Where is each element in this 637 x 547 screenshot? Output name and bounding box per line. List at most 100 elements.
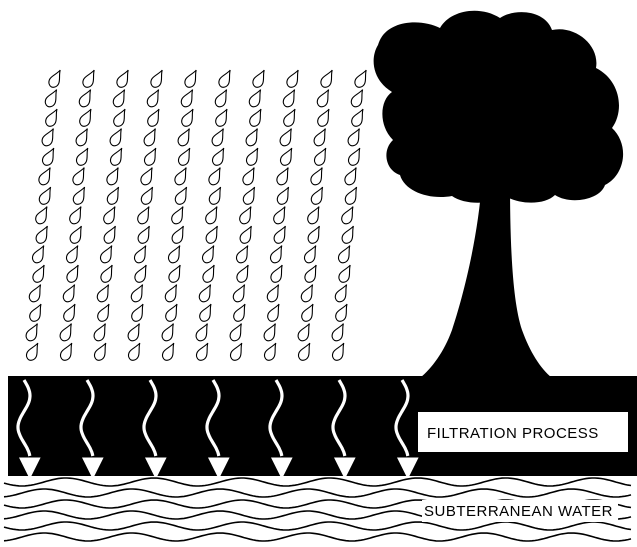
raindrop-icon: [309, 165, 327, 186]
raindrop-icon: [43, 87, 61, 108]
raindrop-icon: [98, 243, 116, 264]
raindrop-icon: [278, 146, 296, 167]
raindrop-icon: [160, 341, 178, 362]
raindrop-icon: [312, 146, 330, 167]
raindrop-icon: [30, 243, 48, 264]
raindrop-icon: [149, 68, 167, 89]
raindrop-icon: [198, 302, 216, 323]
raindrop-icon: [343, 185, 361, 206]
raindrop-icon: [58, 341, 76, 362]
raindrop-icon: [319, 68, 337, 89]
raindrop-icon: [166, 243, 184, 264]
raindrop-icon: [278, 126, 296, 147]
raindrop-icon: [204, 224, 222, 245]
raindrop-icon: [337, 263, 355, 284]
raindrop-icon: [241, 165, 259, 186]
raindrop-icon: [142, 126, 160, 147]
raindrop-icon: [353, 68, 371, 89]
raindrop-icon: [74, 126, 92, 147]
raindrop-icon: [334, 302, 352, 323]
raindrop-icon: [266, 302, 284, 323]
raindrop-icon: [346, 126, 364, 147]
raindrop-icon: [299, 282, 317, 303]
raindrop-icon: [217, 68, 235, 89]
raindrop-icon: [296, 321, 314, 342]
raindrop-icon: [139, 185, 157, 206]
raindrop-icon: [108, 146, 126, 167]
raindrop-icon: [300, 302, 318, 323]
raindrop-icon: [126, 341, 144, 362]
raindrop-icon: [302, 243, 320, 264]
raindrop-icon: [31, 263, 49, 284]
raindrop-icon: [95, 282, 113, 303]
raindrop-icon: [262, 321, 280, 342]
raindrop-icon: [81, 68, 99, 89]
raindrop-icon: [34, 224, 52, 245]
raindrop-icon: [201, 263, 219, 284]
raindrop-icon: [228, 321, 246, 342]
raindrop-icon: [115, 68, 133, 89]
tree-trunk: [420, 180, 552, 378]
raindrop-icon: [139, 165, 157, 186]
raindrop-icon: [167, 263, 185, 284]
raindrop-icon: [102, 204, 120, 225]
raindrop-icon: [176, 146, 194, 167]
raindrop-icon: [170, 204, 188, 225]
raindrop-icon: [68, 204, 86, 225]
raindrop-icon: [333, 282, 351, 303]
raindrop-icon: [37, 165, 55, 186]
raindrop-icon: [241, 185, 259, 206]
raindrop-icon: [105, 185, 123, 206]
raindrop-icon: [37, 185, 55, 206]
raindrop-icon: [275, 165, 293, 186]
raindrop-icon: [336, 243, 354, 264]
raindrop-icon: [265, 282, 283, 303]
raindrop-icon: [234, 243, 252, 264]
raindrop-icon: [238, 224, 256, 245]
raindrop-icon: [130, 302, 148, 323]
raindrop-icon: [164, 302, 182, 323]
water-wave: [4, 533, 631, 541]
raindrop-icon: [92, 321, 110, 342]
raindrop-icon: [210, 146, 228, 167]
raindrop-icon: [251, 68, 269, 89]
raindrop-icon: [28, 302, 46, 323]
raindrop-icon: [340, 204, 358, 225]
raindrop-icon: [315, 87, 333, 108]
raindrop-icon: [238, 204, 256, 225]
raindrop-icon: [349, 87, 367, 108]
raindrop-icon: [176, 126, 194, 147]
raindrop-icon: [197, 282, 215, 303]
raindrop-icon: [272, 204, 290, 225]
raindrop-icon: [179, 87, 197, 108]
raindrop-icon: [74, 146, 92, 167]
raindrop-icon: [47, 68, 65, 89]
raindrop-icon: [312, 126, 330, 147]
raindrop-icon: [77, 87, 95, 108]
raindrop-icon: [213, 87, 231, 108]
raindrop-icon: [244, 126, 262, 147]
raindrop-icon: [27, 282, 45, 303]
rainfall: [24, 68, 371, 362]
raindrop-icon: [71, 185, 89, 206]
raindrop-icon: [340, 224, 358, 245]
raindrop-icon: [163, 282, 181, 303]
raindrop-icon: [330, 341, 348, 362]
raindrop-icon: [207, 185, 225, 206]
raindrop-icon: [275, 185, 293, 206]
raindrop-icon: [207, 165, 225, 186]
raindrop-icon: [214, 107, 232, 128]
raindrop-icon: [180, 107, 198, 128]
raindrop-icon: [306, 204, 324, 225]
raindrop-icon: [281, 87, 299, 108]
water-wave: [4, 478, 631, 486]
raindrop-icon: [136, 224, 154, 245]
raindrop-icon: [228, 341, 246, 362]
raindrop-icon: [248, 107, 266, 128]
raindrop-icon: [268, 243, 286, 264]
raindrop-icon: [68, 224, 86, 245]
raindrop-icon: [272, 224, 290, 245]
water-wave: [4, 489, 631, 497]
raindrop-icon: [343, 165, 361, 186]
raindrop-icon: [40, 126, 58, 147]
